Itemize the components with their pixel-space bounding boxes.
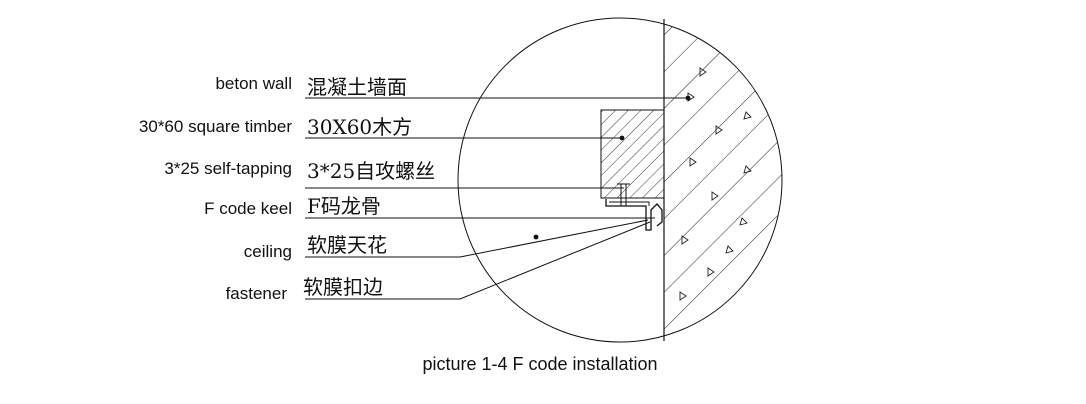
figure-caption: picture 1-4 F code installation xyxy=(422,354,657,374)
label-screw-en: 3*25 self-tapping xyxy=(164,159,292,178)
f-code-keel xyxy=(605,199,663,231)
f-code-keel-inner xyxy=(609,201,650,206)
label-fastener-en: fastener xyxy=(226,284,288,303)
label-beton-wall-zh: 混凝土墙面 xyxy=(307,75,407,99)
label-fastener-zh: 软膜扣边 xyxy=(303,275,383,299)
leader-lines xyxy=(305,97,688,300)
label-beton-wall-en: beton wall xyxy=(215,74,292,93)
label-screw-zh: 3*25自攻螺丝 xyxy=(307,159,435,183)
label-timber-en: 30*60 square timber xyxy=(139,117,292,136)
label-timber-zh: 30X60木方 xyxy=(307,115,412,139)
leader-ceiling xyxy=(305,219,649,258)
label-keel-en: F code keel xyxy=(204,199,292,218)
label-ceiling-zh: 软膜天花 xyxy=(307,233,387,257)
leader-fastener xyxy=(305,221,651,300)
timber-block xyxy=(600,109,665,199)
label-keel-zh: F码龙骨 xyxy=(307,194,381,218)
concrete-wall xyxy=(664,18,782,342)
leader-dots xyxy=(533,95,691,240)
label-ceiling-en: ceiling xyxy=(244,242,292,261)
